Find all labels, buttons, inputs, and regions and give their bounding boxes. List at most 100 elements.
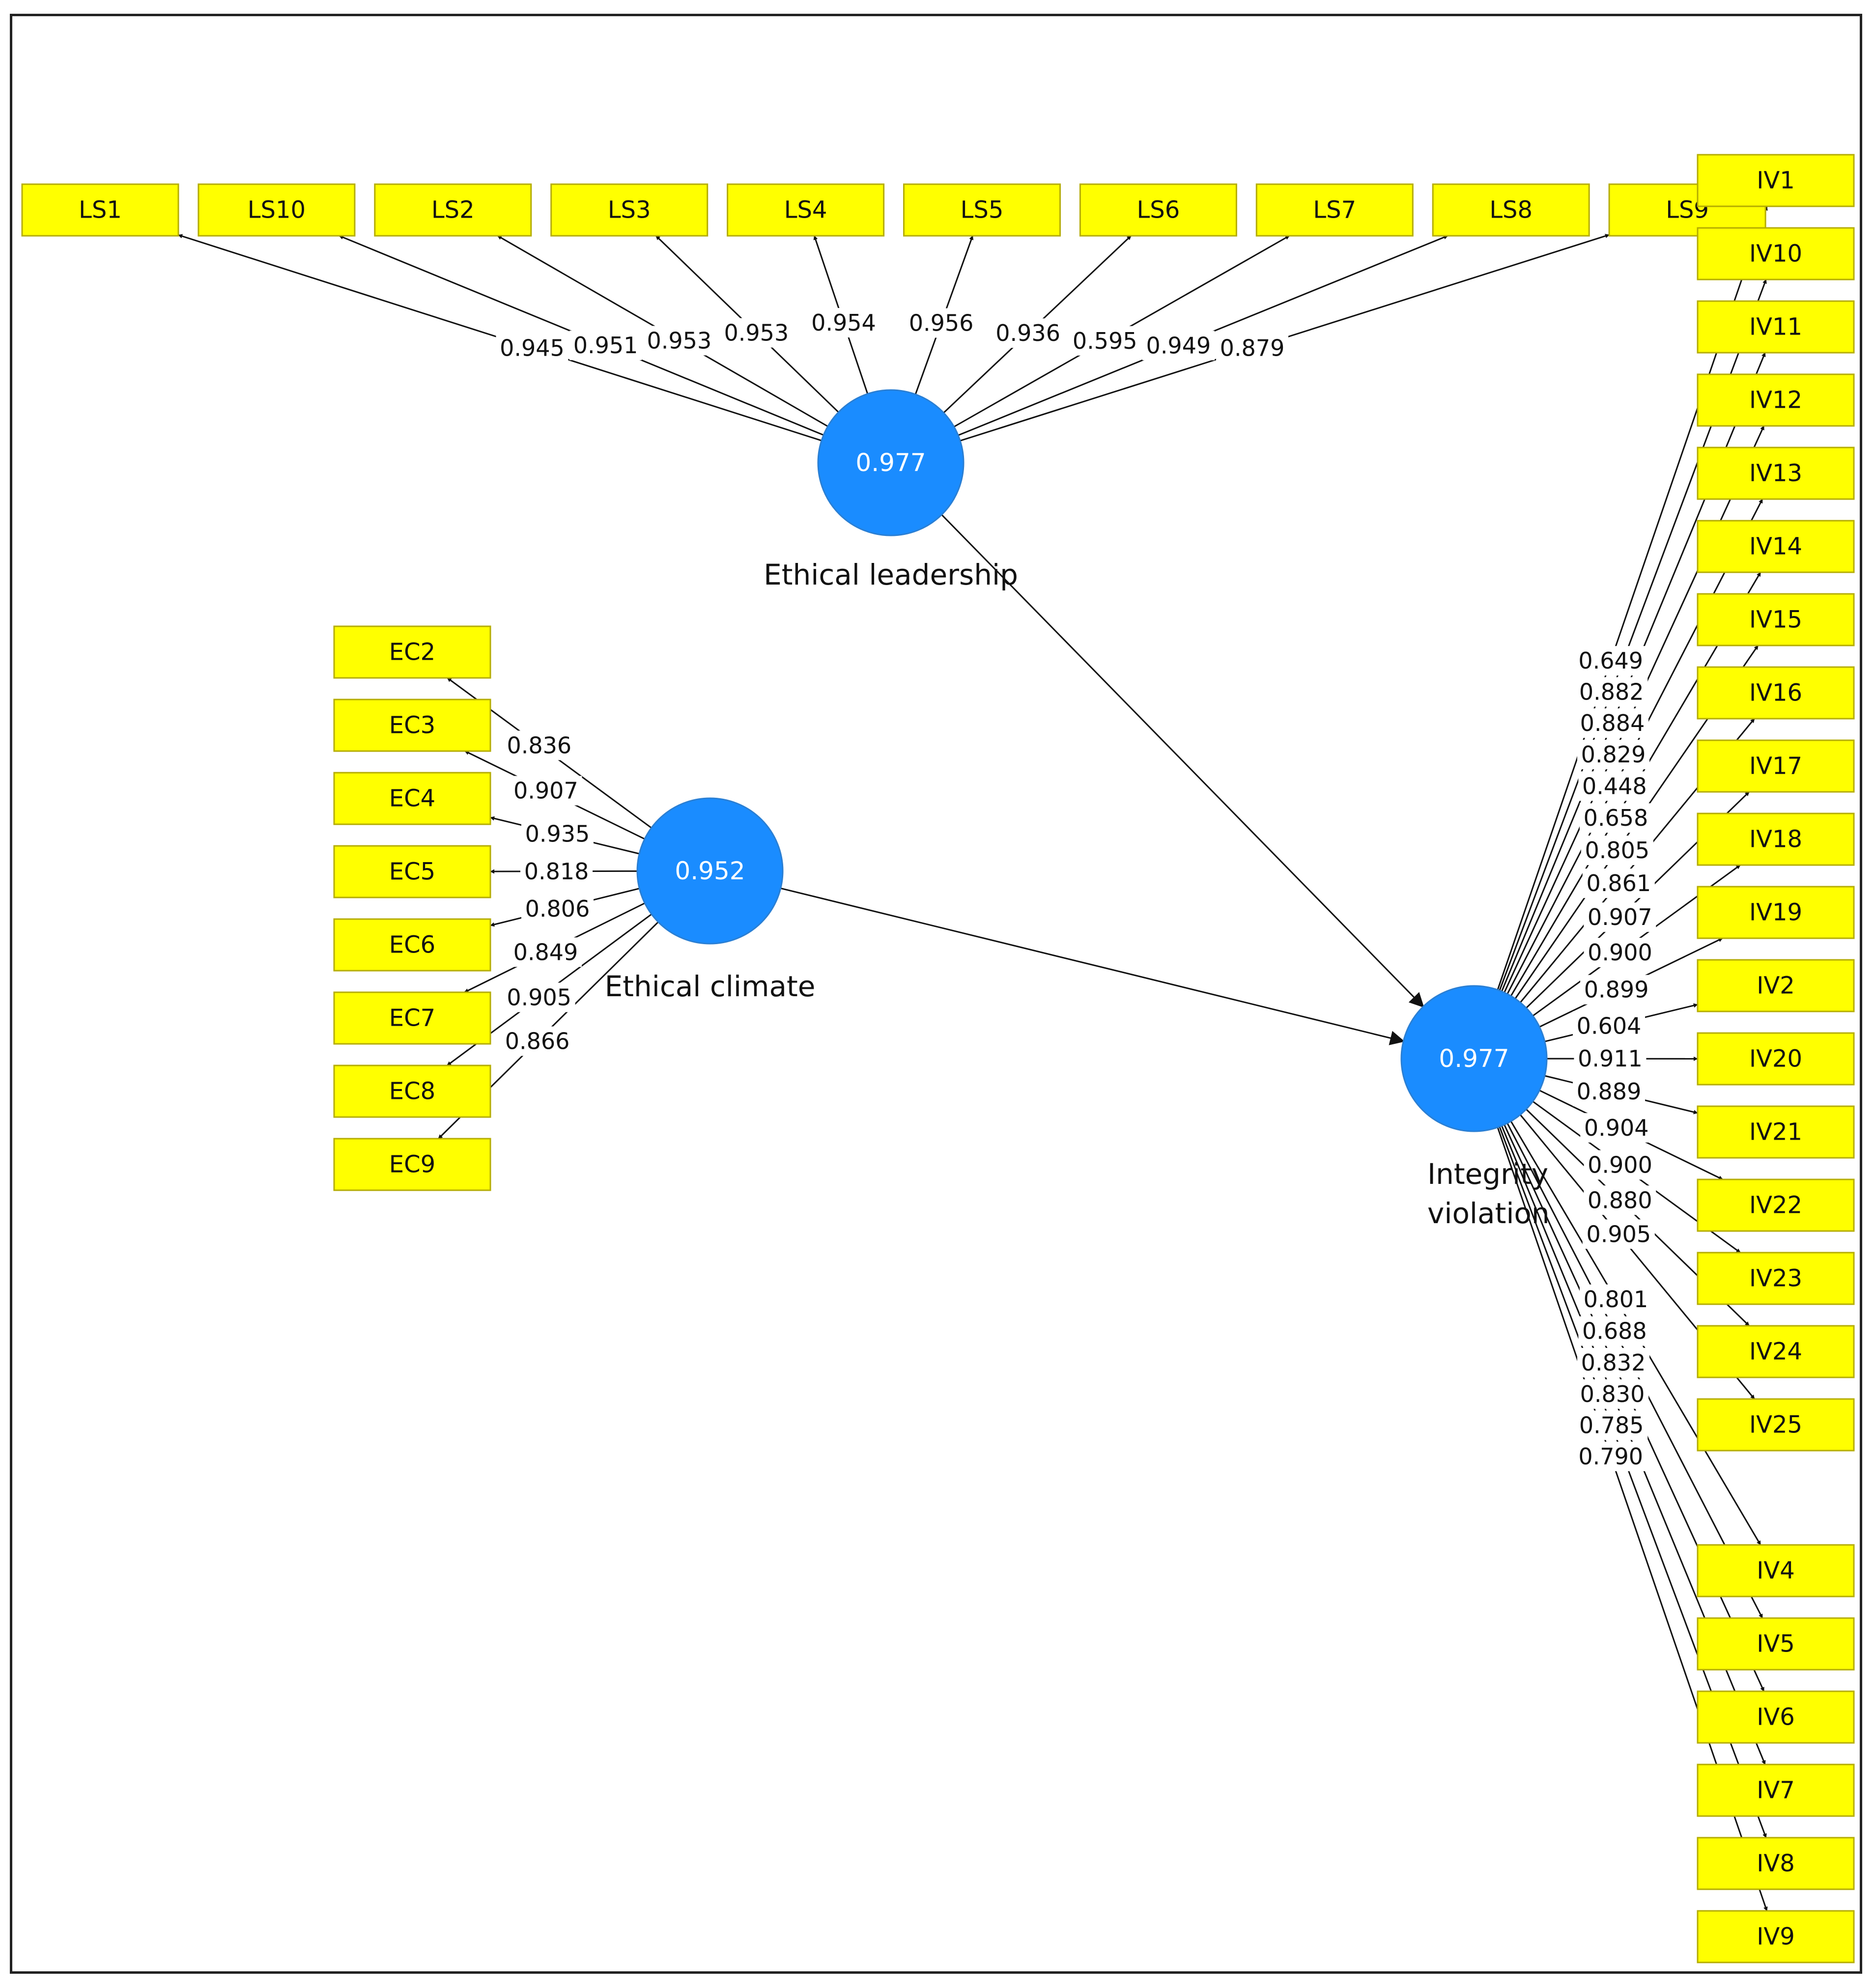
ls-indicator-ls7-box[interactable] <box>1255 183 1414 237</box>
ec-indicator-ec5-box[interactable] <box>333 845 491 898</box>
iv-indicator-iv19-box[interactable] <box>1697 886 1855 939</box>
iv-indicator-iv20[interactable]: IV20 <box>1697 1032 1855 1086</box>
ls-ls1-loading-bg <box>496 333 568 363</box>
iv-indicator-iv15[interactable]: IV15 <box>1697 593 1855 646</box>
iv-indicator-iv15-box[interactable] <box>1697 593 1855 646</box>
ls-indicator-ls10[interactable]: LS10 <box>198 183 356 237</box>
ls-indicator-ls1[interactable]: LS1 <box>21 183 179 237</box>
iv-indicator-iv14-box[interactable] <box>1697 520 1855 573</box>
iv-indicator-iv25-box[interactable] <box>1697 1398 1855 1452</box>
ls-ls7-loading: 0.595 <box>1073 328 1137 354</box>
latent-ethical-leadership-circle[interactable] <box>817 389 965 536</box>
ec-indicator-ec9[interactable]: EC9 <box>333 1138 491 1191</box>
iv-indicator-iv23-box[interactable] <box>1697 1252 1855 1305</box>
iv-indicator-iv22-box[interactable] <box>1697 1178 1855 1232</box>
ls-indicator-ls8-label: LS8 <box>1489 196 1533 224</box>
iv-indicator-iv1-box[interactable] <box>1697 154 1855 207</box>
ls-indicator-ls4-box[interactable] <box>727 183 885 237</box>
iv-indicator-iv4[interactable]: IV4 <box>1697 1544 1855 1597</box>
iv-indicator-iv8-box[interactable] <box>1697 1837 1855 1890</box>
ec-indicator-ec4[interactable]: EC4 <box>333 772 491 825</box>
iv-indicator-iv18[interactable]: IV18 <box>1697 812 1855 866</box>
ec-indicator-ec2[interactable]: EC2 <box>333 625 491 679</box>
latent-ethical-climate-circle[interactable] <box>636 797 784 945</box>
iv-iv25-loading: 0.905 <box>1586 1221 1651 1247</box>
ls-indicator-ls3[interactable]: LS3 <box>550 183 709 237</box>
iv-indicator-iv9[interactable]: IV9 <box>1697 1910 1855 1963</box>
iv-indicator-iv17[interactable]: IV17 <box>1697 739 1855 793</box>
iv-iv1-loading: 0.649 <box>1578 647 1643 674</box>
iv-indicator-iv13[interactable]: IV13 <box>1697 447 1855 500</box>
iv-indicator-iv22[interactable]: IV22 <box>1697 1178 1855 1232</box>
latent-integrity-violation-circle[interactable] <box>1400 985 1548 1132</box>
latent-ethical-climate[interactable]: 0.952 <box>636 797 784 945</box>
iv-indicator-iv21[interactable]: IV21 <box>1697 1105 1855 1159</box>
ls-indicator-ls10-box[interactable] <box>198 183 356 237</box>
iv-indicator-iv5-box[interactable] <box>1697 1617 1855 1671</box>
ec-indicator-ec3-box[interactable] <box>333 699 491 752</box>
ec-indicator-ec2-box[interactable] <box>333 625 491 679</box>
iv-indicator-iv6[interactable]: IV6 <box>1697 1690 1855 1744</box>
iv-indicator-iv10[interactable]: IV10 <box>1697 227 1855 280</box>
ls-indicator-ls7[interactable]: LS7 <box>1255 183 1414 237</box>
ec-indicator-ec8[interactable]: EC8 <box>333 1064 491 1118</box>
iv-indicator-iv14[interactable]: IV14 <box>1697 520 1855 573</box>
ls-indicator-ls5[interactable]: LS5 <box>903 183 1061 237</box>
iv-indicator-iv25[interactable]: IV25 <box>1697 1398 1855 1452</box>
iv-indicator-iv12-box[interactable] <box>1697 373 1855 427</box>
iv-indicator-iv6-box[interactable] <box>1697 1690 1855 1744</box>
ls-indicator-ls6[interactable]: LS6 <box>1079 183 1237 237</box>
iv-indicator-iv1[interactable]: IV1 <box>1697 154 1855 207</box>
ls-indicator-ls8[interactable]: LS8 <box>1432 183 1590 237</box>
ls-indicator-ls4[interactable]: LS4 <box>727 183 885 237</box>
ec-indicator-ec7-box[interactable] <box>333 991 491 1045</box>
iv-indicator-iv4-box[interactable] <box>1697 1544 1855 1597</box>
iv-indicator-iv16[interactable]: IV16 <box>1697 666 1855 720</box>
iv-indicator-iv11[interactable]: IV11 <box>1697 300 1855 354</box>
iv-indicator-iv16-box[interactable] <box>1697 666 1855 720</box>
ls-indicator-ls8-box[interactable] <box>1432 183 1590 237</box>
iv-indicator-iv9-box[interactable] <box>1697 1910 1855 1963</box>
iv-indicator-iv5[interactable]: IV5 <box>1697 1617 1855 1671</box>
ls-indicator-ls6-box[interactable] <box>1079 183 1237 237</box>
iv-indicator-iv24-box[interactable] <box>1697 1325 1855 1378</box>
ec-indicator-ec4-box[interactable] <box>333 772 491 825</box>
iv-indicator-iv24[interactable]: IV24 <box>1697 1325 1855 1378</box>
latent-integrity-violation[interactable]: 0.977 <box>1400 985 1548 1132</box>
ls-ls5-loading: 0.956 <box>909 310 974 336</box>
ec-indicator-ec5[interactable]: EC5 <box>333 845 491 898</box>
iv-indicator-iv10-box[interactable] <box>1697 227 1855 280</box>
iv-indicator-iv7-box[interactable] <box>1697 1764 1855 1817</box>
ec-indicator-ec9-box[interactable] <box>333 1138 491 1191</box>
ec-indicator-ec6[interactable]: EC6 <box>333 918 491 972</box>
iv-indicator-iv21-box[interactable] <box>1697 1105 1855 1159</box>
iv-indicator-iv2-box[interactable] <box>1697 959 1855 1012</box>
iv-iv23-loading-bg <box>1584 1150 1656 1180</box>
ls-indicator-ls2-box[interactable] <box>374 183 532 237</box>
iv-indicator-iv12[interactable]: IV12 <box>1697 373 1855 427</box>
ec-indicator-ec7[interactable]: EC7 <box>333 991 491 1045</box>
iv-iv1-loading-bg <box>1574 646 1647 676</box>
iv-indicator-iv8[interactable]: IV8 <box>1697 1837 1855 1890</box>
ls-ls6-loading: 0.936 <box>995 320 1060 346</box>
iv-indicator-iv17-label: IV17 <box>1749 753 1802 780</box>
latent-ethical-leadership[interactable]: 0.977 <box>817 389 965 536</box>
iv-indicator-iv11-box[interactable] <box>1697 300 1855 354</box>
iv-indicator-iv7[interactable]: IV7 <box>1697 1764 1855 1817</box>
iv-indicator-iv17-box[interactable] <box>1697 739 1855 793</box>
iv-indicator-iv20-box[interactable] <box>1697 1032 1855 1086</box>
iv-indicator-iv2[interactable]: IV2 <box>1697 959 1855 1012</box>
ls-indicator-ls1-box[interactable] <box>21 183 179 237</box>
ls-indicator-ls5-box[interactable] <box>903 183 1061 237</box>
latent-name-integrity-line2: violation <box>1427 1197 1550 1230</box>
ec-indicator-ec3[interactable]: EC3 <box>333 699 491 752</box>
ls-indicator-ls2[interactable]: LS2 <box>374 183 532 237</box>
iv-iv19-loading: 0.899 <box>1584 977 1649 1003</box>
ec-indicator-ec6-box[interactable] <box>333 918 491 972</box>
ls-indicator-ls3-box[interactable] <box>550 183 709 237</box>
iv-indicator-iv23[interactable]: IV23 <box>1697 1252 1855 1305</box>
ec-indicator-ec8-box[interactable] <box>333 1064 491 1118</box>
iv-indicator-iv18-box[interactable] <box>1697 812 1855 866</box>
iv-indicator-iv13-box[interactable] <box>1697 447 1855 500</box>
iv-indicator-iv19[interactable]: IV19 <box>1697 886 1855 939</box>
